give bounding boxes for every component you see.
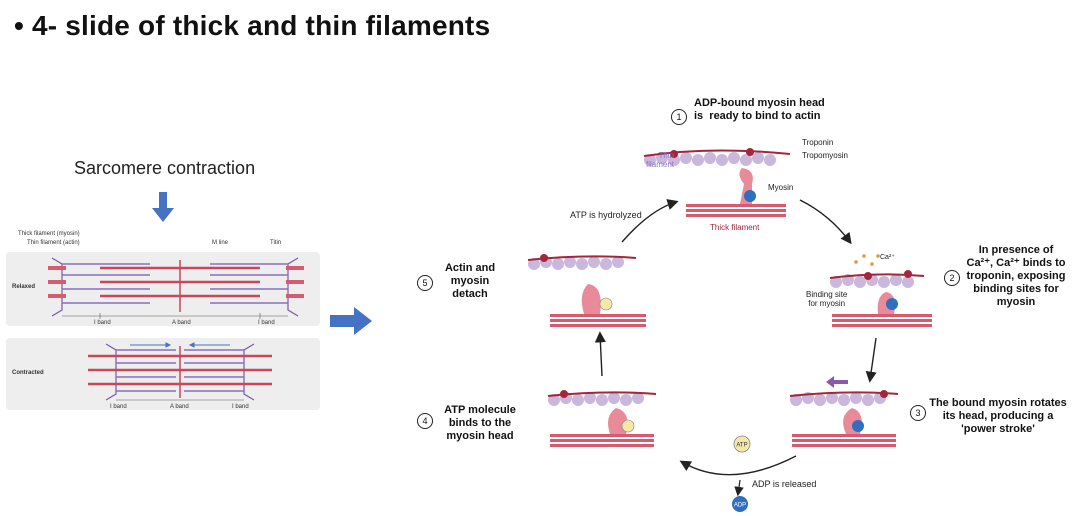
label-relaxed: Relaxed [12, 284, 36, 290]
relaxed-iband-left: I band [94, 320, 111, 326]
label-thin-filament: Thin filament (actin) [27, 240, 80, 246]
relaxed-sarcomere: I band A band I band [48, 257, 304, 326]
label-thin-filament-cycle: Thin filament [646, 151, 675, 169]
stage1-filament [643, 148, 791, 217]
label-thick-filament-cycle: Thick filament [710, 223, 760, 232]
contracted-iband-left: I band [110, 404, 127, 410]
label-contracted: Contracted [12, 370, 44, 376]
label-thick-filament: Thick filament (myosin) [18, 231, 80, 237]
right-arrow-icon [330, 307, 372, 335]
label-tropomyosin: Tropomyosin [802, 151, 848, 160]
stage3-filament [789, 390, 899, 447]
step-3-number: 3 [910, 405, 926, 421]
label-troponin: Troponin [802, 138, 834, 147]
adp-molecule-icon: ADP [732, 496, 748, 512]
slide-title: • 4- slide of thick and thin filaments [14, 10, 491, 41]
contracted-aband: A band [170, 404, 189, 410]
label-atp-hydrolyzed: ATP is hydrolyzed [570, 210, 642, 220]
atp-molecule-icon: ATP [733, 435, 751, 453]
step-1-text: ADP-bound myosin head is ready to bind t… [694, 97, 825, 122]
label-binding-site: Binding site for myosin [806, 290, 848, 308]
label-titin: Titin [270, 240, 282, 246]
sarcomere-heading: Sarcomere contraction [74, 158, 256, 178]
calcium-ions [854, 254, 880, 266]
step-4-text: ATP molecule binds to the myosin head [444, 404, 516, 442]
label-adp-released: ADP is released [752, 479, 817, 489]
step-1-number: 1 [671, 109, 687, 125]
down-arrow-icon [152, 192, 174, 222]
label-myosin: Myosin [768, 183, 794, 192]
stage2-filament [829, 270, 932, 327]
stage4-filament [547, 390, 657, 447]
step-3-text: The bound myosin rotates its head, produ… [929, 397, 1067, 435]
power-stroke-arrow-icon [826, 376, 848, 388]
label-m-line: M line [212, 240, 229, 246]
step-5-number: 5 [417, 275, 433, 291]
relaxed-iband-right: I band [258, 320, 275, 326]
stage5-filament [527, 254, 646, 327]
contracted-iband-right: I band [232, 404, 249, 410]
cycle-arrows [594, 199, 877, 497]
step-2-number: 2 [944, 270, 960, 286]
contracted-sarcomere: I band A band I band [88, 342, 272, 410]
relaxed-aband: A band [172, 320, 191, 326]
adp-molecule-label: ADP [734, 503, 746, 509]
atp-molecule-label: ATP [736, 443, 747, 449]
step-5-text: Actin and myosin detach [444, 262, 496, 300]
step-2-text: In presence of Ca²⁺, Ca²⁺ binds to tropo… [966, 244, 1066, 308]
label-calcium: Ca²⁺ [880, 254, 895, 261]
step-4-number: 4 [417, 413, 433, 429]
